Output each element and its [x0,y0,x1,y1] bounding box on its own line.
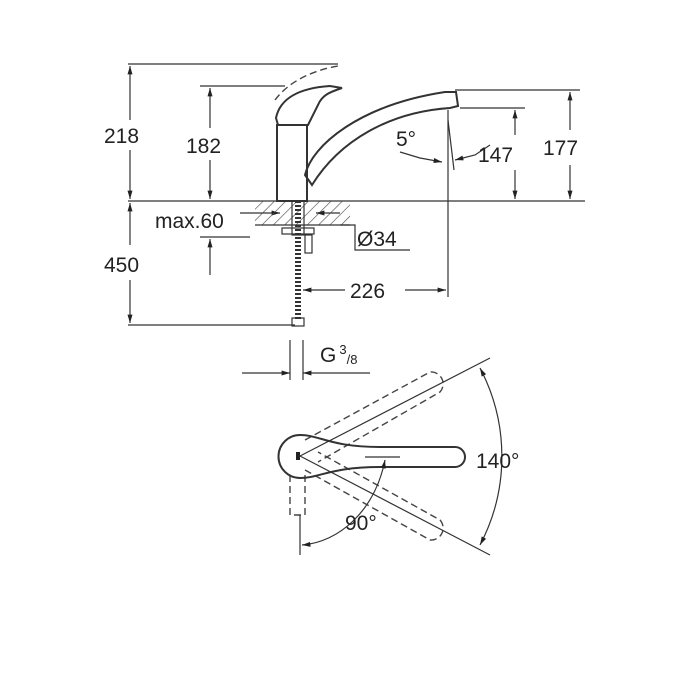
label-lever-height: 182 [186,135,221,158]
label-spout-height: 177 [543,137,578,160]
label-outlet-height: 147 [478,144,513,167]
label-spout-reach: 226 [350,280,385,303]
label-spout-tilt: 5° [396,128,416,151]
label-lever-angle: 90° [345,512,377,535]
label-counter-thickness: max.60 [155,210,224,233]
extension-lines [128,63,585,326]
faucet-side-view [255,65,460,327]
label-hole-diameter: Ø34 [357,228,397,251]
label-hose-length: 450 [104,254,139,277]
faucet-top-view [277,357,503,556]
label-swivel-angle: 140° [476,450,519,473]
label-total-height: 218 [104,125,139,148]
